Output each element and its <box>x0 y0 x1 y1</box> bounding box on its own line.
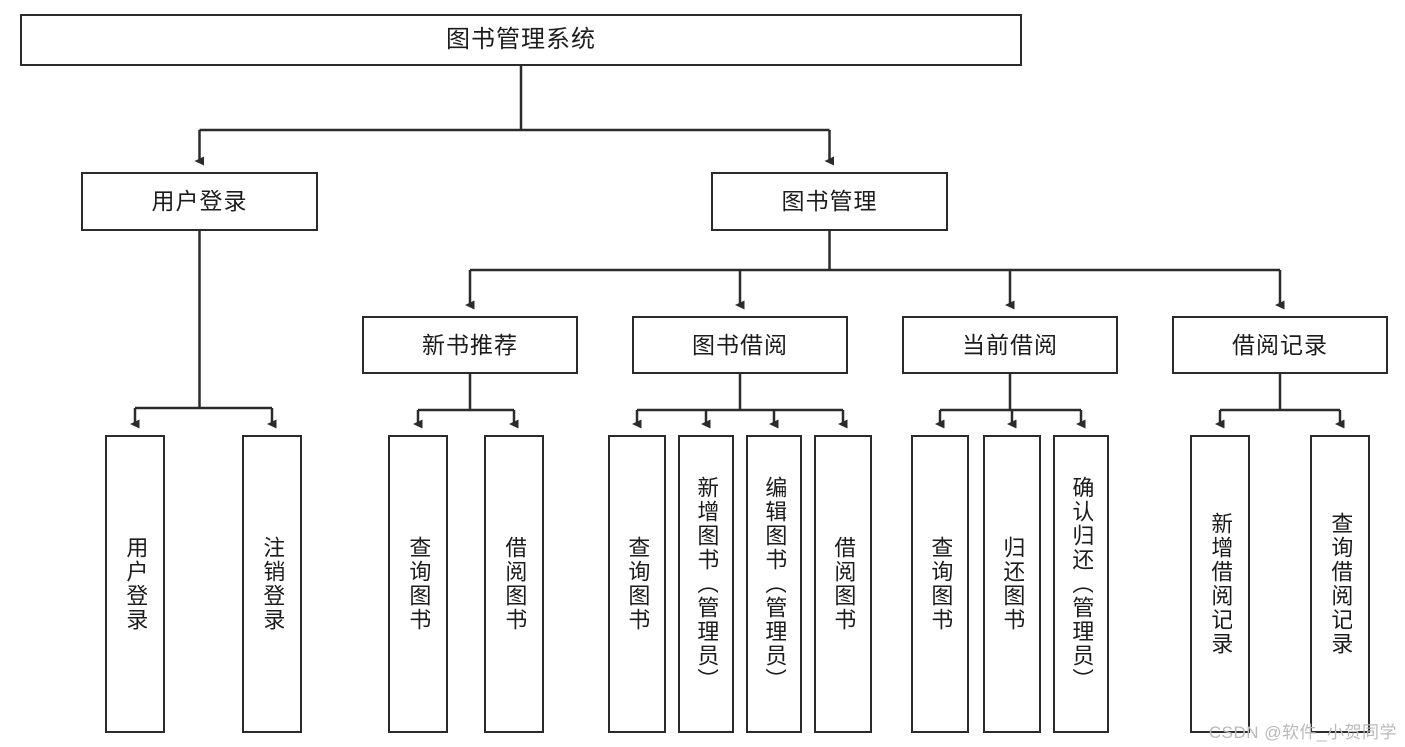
node-label: 确认归还（管理员） <box>1069 476 1094 692</box>
node-label: 查询图书 <box>625 536 650 632</box>
node-leaf-query-record[interactable]: 查询借阅记录 <box>1310 435 1370 733</box>
node-leaf-user-logout[interactable]: 注销登录 <box>242 435 302 733</box>
node-label: 图书管理 <box>781 188 878 214</box>
node-label: 查询图书 <box>406 536 431 632</box>
node-leaf-add-book[interactable]: 新增图书（管理员） <box>678 435 734 733</box>
node-new-book-rec[interactable]: 新书推荐 <box>362 316 578 374</box>
node-label: 当前借阅 <box>962 331 1058 358</box>
node-label: 编辑图书（管理员） <box>762 476 787 692</box>
node-label: 新书推荐 <box>422 331 518 358</box>
node-label: 查询借阅记录 <box>1328 512 1353 656</box>
node-label: 新增借阅记录 <box>1208 512 1233 656</box>
node-leaf-borrow-book-1[interactable]: 借阅图书 <box>484 435 544 733</box>
node-label: 注销登录 <box>260 536 285 632</box>
node-label: 用户登录 <box>151 188 248 214</box>
node-label: 图书管理系统 <box>446 26 596 53</box>
node-label: 借阅记录 <box>1232 331 1328 358</box>
node-leaf-query-book-3[interactable]: 查询图书 <box>911 435 969 733</box>
node-leaf-return-book[interactable]: 归还图书 <box>983 435 1041 733</box>
node-root[interactable]: 图书管理系统 <box>20 14 1022 66</box>
node-leaf-query-book-1[interactable]: 查询图书 <box>388 435 448 733</box>
node-label: 查询图书 <box>928 536 953 632</box>
node-label: 新增图书（管理员） <box>694 476 719 692</box>
node-label: 图书借阅 <box>692 331 788 358</box>
node-leaf-add-record[interactable]: 新增借阅记录 <box>1190 435 1250 733</box>
node-leaf-user-login[interactable]: 用户登录 <box>105 435 165 733</box>
node-label: 用户登录 <box>123 536 148 632</box>
node-label: 归还图书 <box>1000 536 1025 632</box>
node-leaf-query-book-2[interactable]: 查询图书 <box>608 435 666 733</box>
node-current-borrow[interactable]: 当前借阅 <box>902 316 1118 374</box>
node-leaf-confirm-return[interactable]: 确认归还（管理员） <box>1053 435 1109 733</box>
node-book-manage[interactable]: 图书管理 <box>711 172 948 231</box>
node-user-login[interactable]: 用户登录 <box>81 172 318 231</box>
node-leaf-edit-book[interactable]: 编辑图书（管理员） <box>746 435 802 733</box>
node-borrow-record[interactable]: 借阅记录 <box>1172 316 1388 374</box>
node-book-borrow[interactable]: 图书借阅 <box>632 316 848 374</box>
csdn-watermark: CSDN @软件_小贺同学 <box>1208 723 1397 742</box>
node-leaf-borrow-book-2[interactable]: 借阅图书 <box>814 435 872 733</box>
node-label: 借阅图书 <box>831 536 856 632</box>
node-label: 借阅图书 <box>502 536 527 632</box>
